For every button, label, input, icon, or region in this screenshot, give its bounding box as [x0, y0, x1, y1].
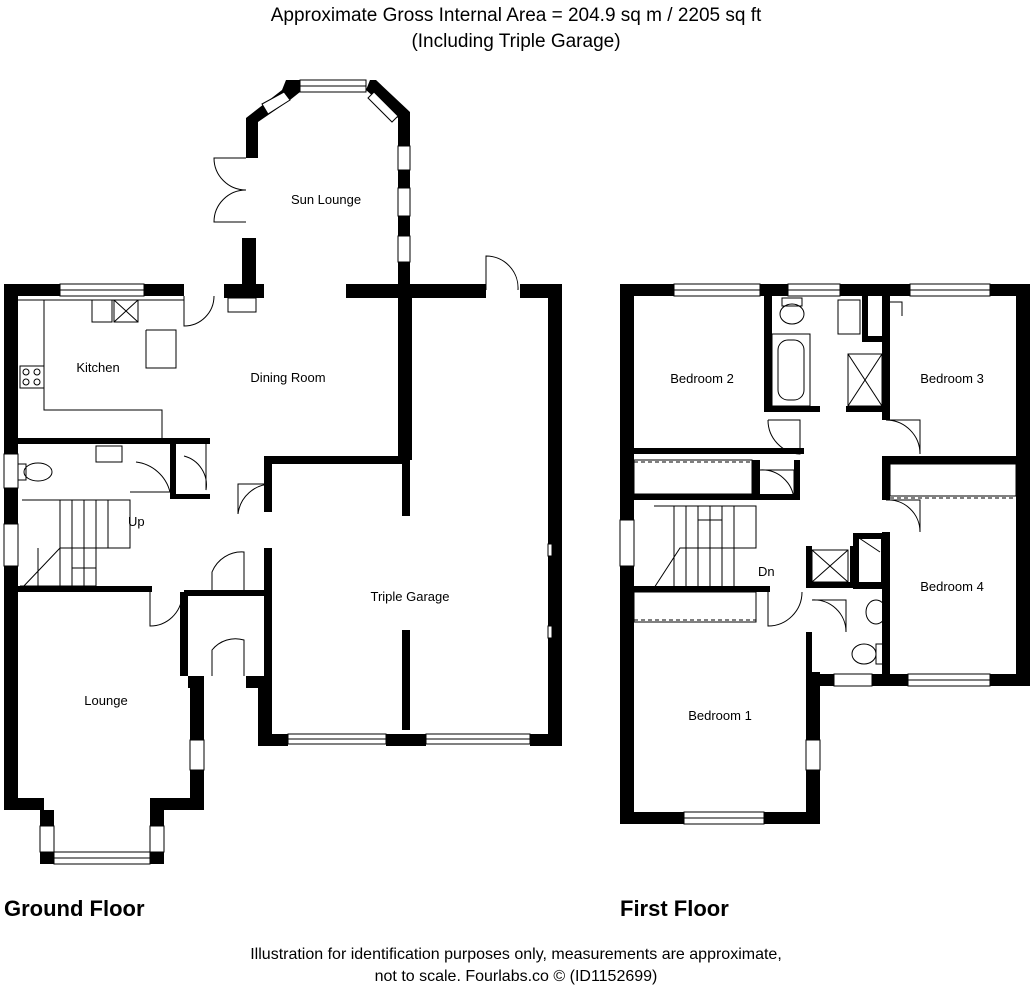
first-floor-title: First Floor [620, 896, 729, 921]
lounge-label: Lounge [84, 693, 127, 708]
ground-windows [3, 283, 553, 865]
bedroom-3-label: Bedroom 3 [920, 371, 984, 386]
ground-internal-walls [4, 284, 412, 738]
ground-floor-title: Ground Floor [4, 896, 145, 921]
ground-stairs-up-label: Up [128, 514, 145, 529]
ground-floor-plan: Sun Lounge Kitchen Dining Room Triple Ga… [3, 79, 562, 865]
first-stairs-down-label: Dn [758, 564, 775, 579]
bathroom-fittings [771, 297, 887, 665]
sun-lounge-windows [261, 79, 411, 263]
first-outer-walls [620, 284, 1030, 824]
first-internal-walls [634, 296, 1016, 682]
ground-stairs [20, 499, 131, 589]
first-windows [619, 283, 991, 825]
ground-doors [130, 255, 519, 676]
kitchen-label: Kitchen [76, 360, 119, 375]
sun-lounge-label: Sun Lounge [291, 192, 361, 207]
dining-room-label: Dining Room [250, 370, 325, 385]
bedroom-4-label: Bedroom 4 [920, 579, 984, 594]
triple-garage-label: Triple Garage [371, 589, 450, 604]
bedroom-2-label: Bedroom 2 [670, 371, 734, 386]
first-doors [759, 301, 921, 633]
kitchen-fittings [18, 297, 257, 438]
gross-area-subtitle: (Including Triple Garage) [411, 31, 621, 52]
first-stairs [653, 505, 757, 589]
disclaimer-line-2: not to scale. Fourlabs.co © (ID1152699) [374, 968, 658, 985]
ground-wc-fittings [17, 445, 123, 482]
sun-lounge-french-doors [213, 157, 247, 223]
disclaimer-line-1: Illustration for identification purposes… [250, 946, 782, 963]
gross-area-title: Approximate Gross Internal Area = 204.9 … [270, 5, 762, 26]
bedroom-1-label: Bedroom 1 [688, 708, 752, 723]
first-floor-plan: Bedroom 2 Bedroom 3 Bedroom 4 Bedroom 1 … [619, 283, 1030, 825]
wardrobes [633, 459, 1017, 623]
